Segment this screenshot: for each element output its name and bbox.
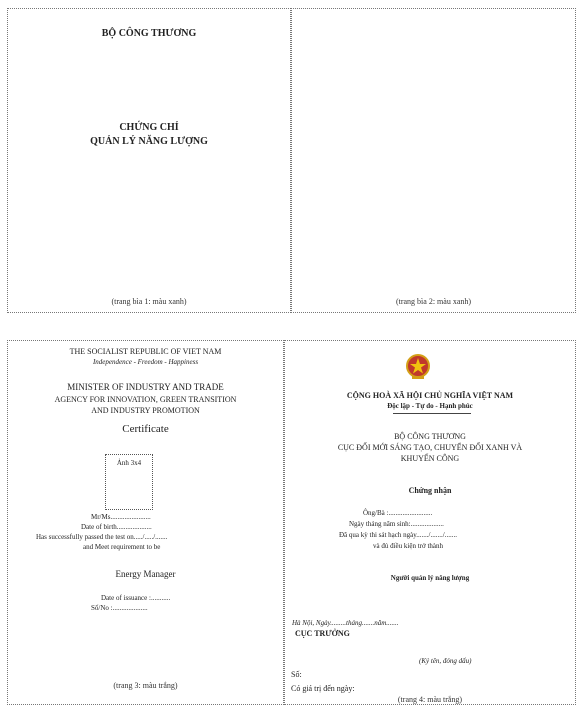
page4-role: Người quản lý năng lượng [390, 574, 470, 582]
page4-director-title: CỤC TRƯỞNG [295, 629, 350, 638]
inner-page-3: THE SOCIALIST REPUBLIC OF VIET NAM Indep… [7, 340, 284, 705]
page3-republic: THE SOCIALIST REPUBLIC OF VIET NAM [69, 347, 222, 356]
cover2-footer: (trang bìa 2: màu xanh) [395, 297, 472, 306]
cover1-footer: (trang bìa 1: màu xanh) [111, 297, 187, 306]
page4-sign-note: (Ký tên, đóng dấu) [419, 657, 472, 665]
photo-placeholder: Ảnh 3x4 [105, 454, 153, 510]
inner-page-4: CỘNG HOÀ XÃ HỘI CHỦ NGHĨA VIỆT NAM Độc l… [284, 340, 576, 705]
page3-certificate-title: Certificate [122, 423, 169, 435]
page3-issue-date-line: Date of issuance :........... [101, 594, 171, 602]
page3-agency-line1: AGENCY FOR INNOVATION, GREEN TRANSITION [54, 395, 237, 404]
page4-certify: Chứng nhận [408, 486, 452, 495]
photo-label: Ảnh 3x4 [116, 459, 142, 467]
page4-motto: Độc lập - Tự do - Hạnh phúc [387, 402, 473, 410]
page4-ministry: BỘ CÔNG THƯƠNG [394, 432, 466, 441]
national-emblem-icon [406, 354, 430, 379]
motto-underline [393, 413, 471, 414]
page3-dob-line: Date of birth.................... [81, 523, 152, 531]
page4-name-line: Ông/Bà :......................... [363, 509, 433, 517]
page4-place-date: Hà Nội, Ngày.........tháng.......năm....… [292, 619, 399, 627]
page3-requirement-line: and Meet requirement to be [83, 543, 161, 551]
page4-number-line: Số: [291, 670, 302, 679]
page3-role: Energy Manager [115, 569, 176, 579]
page3-motto: Independence - Freedom - Happiness [92, 358, 199, 366]
page4-agency-line1: CỤC ĐỔI MỚI SÁNG TẠO, CHUYỂN ĐỔI XANH VÀ [337, 443, 523, 452]
page4-dob-line: Ngày tháng năm sinh:................... [349, 520, 444, 528]
page3-footer: (trang 3: màu trắng) [113, 681, 178, 690]
page3-agency-line2: AND INDUSTRY PROMOTION [91, 406, 200, 415]
cover1-cert-subtitle: QUẢN LÝ NĂNG LƯỢNG [90, 136, 208, 147]
cover1-cert-title: CHỨNG CHỈ [119, 122, 179, 133]
cover1-ministry: BỘ CÔNG THƯƠNG [101, 28, 197, 39]
cover-page-2: (trang bìa 2: màu xanh) [291, 8, 576, 313]
page3-name-line: Mr/Ms....................... [91, 513, 151, 521]
page3-ministry: MINISTER OF INDUSTRY AND TRADE [67, 382, 224, 392]
cover-page-1: BỘ CÔNG THƯƠNG CHỨNG CHỈ QUẢN LÝ NĂNG LƯ… [7, 8, 291, 313]
page3-passed-line: Has successfully passed the test on.....… [36, 533, 168, 541]
page4-valid-line: Có giá trị đến ngày: [291, 684, 355, 693]
page4-passed-line: Đã qua kỳ thi sát hạch ngày......./.....… [339, 531, 457, 539]
page4-meets-line: và đủ điều kiện trở thành [373, 542, 443, 550]
page4-republic: CỘNG HOÀ XÃ HỘI CHỦ NGHĨA VIỆT NAM [346, 391, 514, 400]
page4-agency-line2: KHUYẾN CÔNG [400, 454, 460, 463]
page4-footer: (trang 4: màu trắng) [397, 695, 463, 704]
page3-number-line: Số/No :.................... [91, 604, 148, 612]
